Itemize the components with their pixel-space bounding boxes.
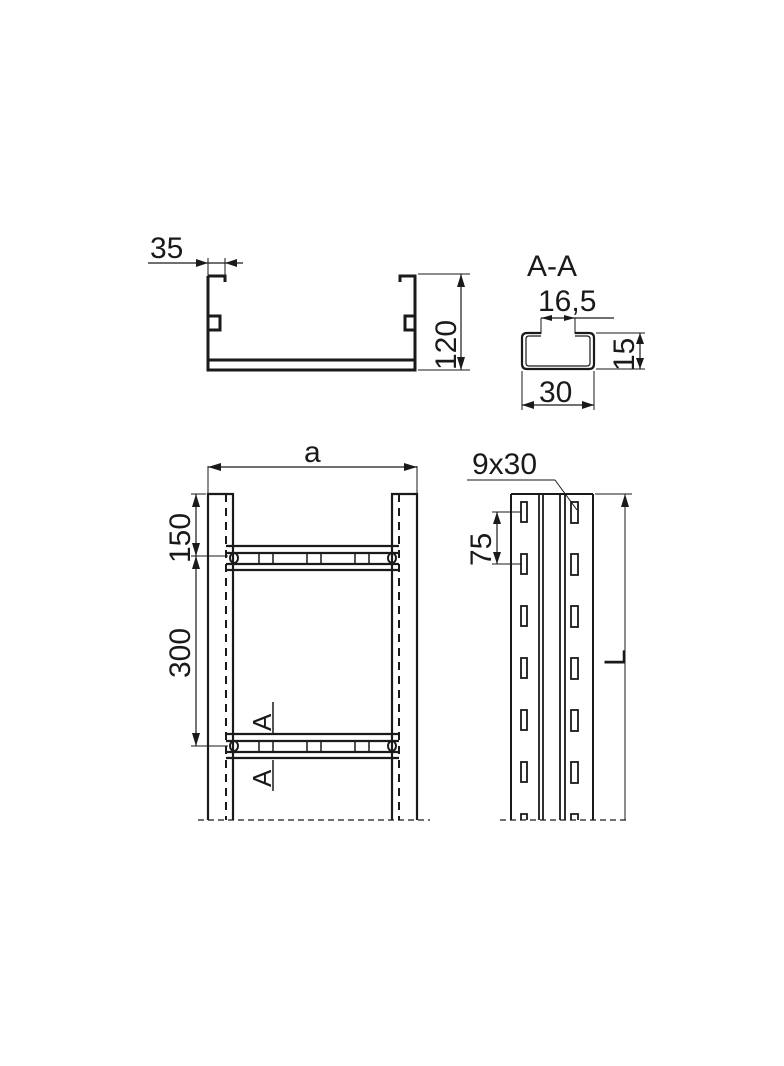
width-a-label: a xyxy=(304,436,321,469)
section-aa-title: A-A xyxy=(527,250,577,283)
length-l-label: L xyxy=(599,649,632,666)
plan-view xyxy=(191,463,430,821)
section-marker-top: A xyxy=(247,713,277,731)
profile-height-label: 120 xyxy=(430,320,463,370)
rung-spacing-label: 300 xyxy=(164,628,197,678)
section-height-label: 15 xyxy=(608,338,641,371)
slot-opening-label: 16,5 xyxy=(538,285,596,318)
section-aa-view xyxy=(520,315,645,410)
section-marker-bottom: A xyxy=(247,769,277,787)
slot-size-label: 9x30 xyxy=(472,448,537,481)
section-width-label: 30 xyxy=(539,376,572,409)
rung-top xyxy=(226,544,399,572)
end-profile-view xyxy=(148,258,470,372)
flange-width-label: 35 xyxy=(150,232,183,265)
rung-bottom xyxy=(226,732,399,760)
slot-pitch-label: 75 xyxy=(465,533,498,566)
first-rung-offset-label: 150 xyxy=(164,513,197,563)
side-view xyxy=(467,479,632,821)
